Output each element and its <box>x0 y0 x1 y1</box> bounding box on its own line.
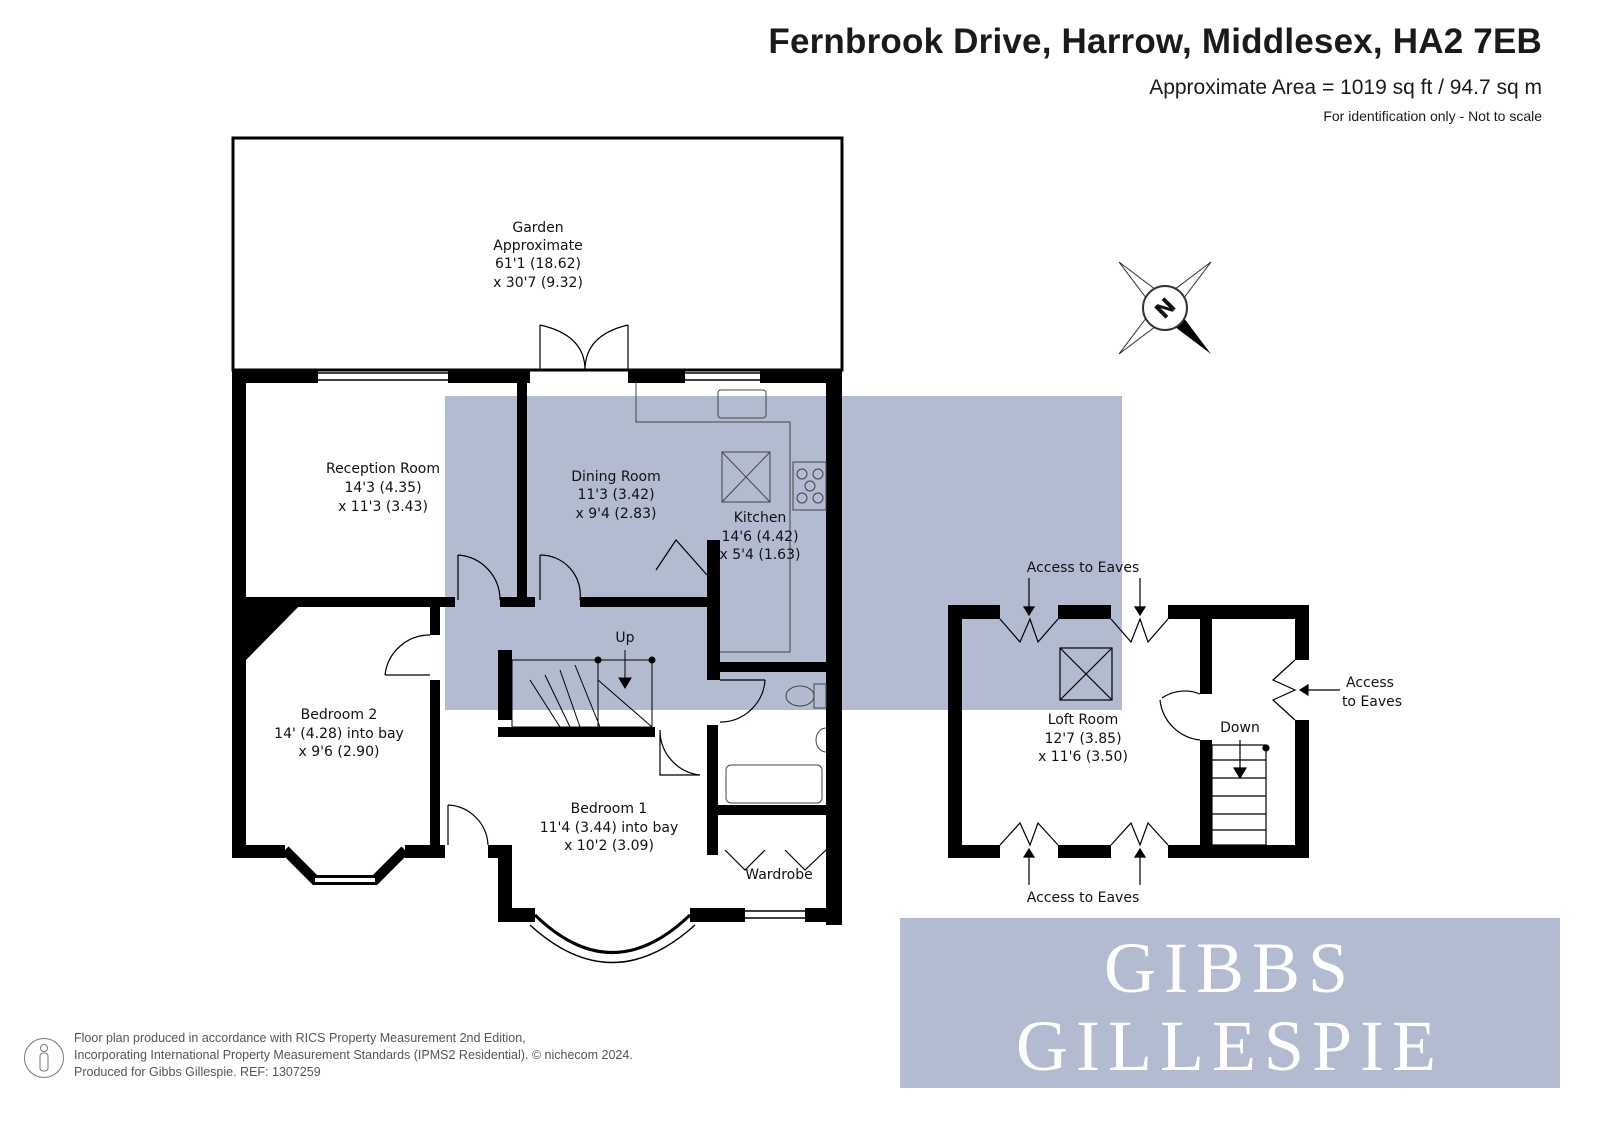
bedroom2-dim-1: 14' (4.28) into bay <box>274 726 404 742</box>
loft-dim-1: 12'7 (3.85) <box>1044 731 1121 747</box>
staircase-up <box>511 650 656 728</box>
bedroom2-dim-2: x 9'6 (2.90) <box>299 744 380 760</box>
garden-dim-2: x 30'7 (9.32) <box>493 275 583 291</box>
footer-notes: Floor plan produced in accordance with R… <box>74 1030 633 1081</box>
footer-line-3: Produced for Gibbs Gillespie. REF: 13072… <box>74 1065 321 1079</box>
garden-dim-1: 61'1 (18.62) <box>495 256 581 272</box>
property-address-title: Fernbrook Drive, Harrow, Middlesex, HA2 … <box>768 22 1542 61</box>
bedroom1-label: Bedroom 1 <box>571 801 648 817</box>
reception-label: Reception Room <box>326 461 440 477</box>
windows <box>281 372 805 964</box>
garden-label-2: Approximate <box>493 238 582 254</box>
skylight-icon <box>721 451 771 503</box>
loft-label: Loft Room <box>1048 712 1119 728</box>
loft-dim-2: x 11'6 (3.50) <box>1038 749 1128 765</box>
reception-dim-2: x 11'3 (3.43) <box>338 499 428 515</box>
doors <box>384 324 827 871</box>
watermark-line-2: GILLESPIE <box>1016 1006 1444 1086</box>
stairs-down-label: Down <box>1220 720 1260 736</box>
approximate-area: Approximate Area = 1019 sq ft / 94.7 sq … <box>1149 76 1542 99</box>
room-labels: Garden Approximate 61'1 (18.62) x 30'7 (… <box>274 220 1402 906</box>
watermark-plate <box>900 918 1560 1088</box>
skylight-icon <box>1059 647 1113 701</box>
eaves-right-label-1: Access <box>1346 675 1394 691</box>
watermark-band <box>445 396 1122 710</box>
footer-line-1: Floor plan produced in accordance with R… <box>74 1031 526 1045</box>
kitchen-fittings <box>635 383 827 653</box>
wardrobe-label: Wardrobe <box>745 867 812 883</box>
dining-label: Dining Room <box>571 469 661 485</box>
kitchen-label: Kitchen <box>734 510 787 526</box>
stairs-up-label: Up <box>615 630 634 646</box>
sink-icon <box>717 389 767 419</box>
dining-dim-2: x 9'4 (2.83) <box>576 506 657 522</box>
garden-label: Garden <box>512 220 563 236</box>
scale-disclaimer: For identification only - Not to scale <box>1323 108 1542 124</box>
hob-icon <box>792 461 827 511</box>
ground-floor-walls <box>232 370 842 925</box>
bath-icon <box>725 764 823 804</box>
kitchen-dim-2: x 5'4 (1.63) <box>720 547 801 563</box>
garden-outline <box>231 136 844 372</box>
loft-fittings <box>999 578 1340 885</box>
basin-icon <box>815 727 827 753</box>
bedroom1-dim-2: x 10'2 (3.09) <box>564 838 654 854</box>
bedroom1-dim-1: 11'4 (3.44) into bay <box>540 820 679 836</box>
kitchen-dim-1: 14'6 (4.42) <box>721 529 798 545</box>
north-compass-icon: N <box>1118 261 1212 355</box>
watermark-line-1: GIBBS <box>1104 928 1356 1008</box>
eaves-bottom-label: Access to Eaves <box>1027 890 1140 906</box>
reception-dim-1: 14'3 (4.35) <box>344 480 421 496</box>
staircase-down <box>1211 744 1267 846</box>
eaves-top-label: Access to Eaves <box>1027 560 1140 576</box>
bedroom2-label: Bedroom 2 <box>301 707 378 723</box>
footer-line-2: Incorporating International Property Mea… <box>74 1048 633 1062</box>
bathroom-fittings <box>725 683 827 804</box>
loft-walls <box>948 605 1309 858</box>
dining-dim-1: 11'3 (3.42) <box>577 487 654 503</box>
person-icon <box>24 1038 64 1078</box>
eaves-right-label-2: to Eaves <box>1342 694 1402 710</box>
